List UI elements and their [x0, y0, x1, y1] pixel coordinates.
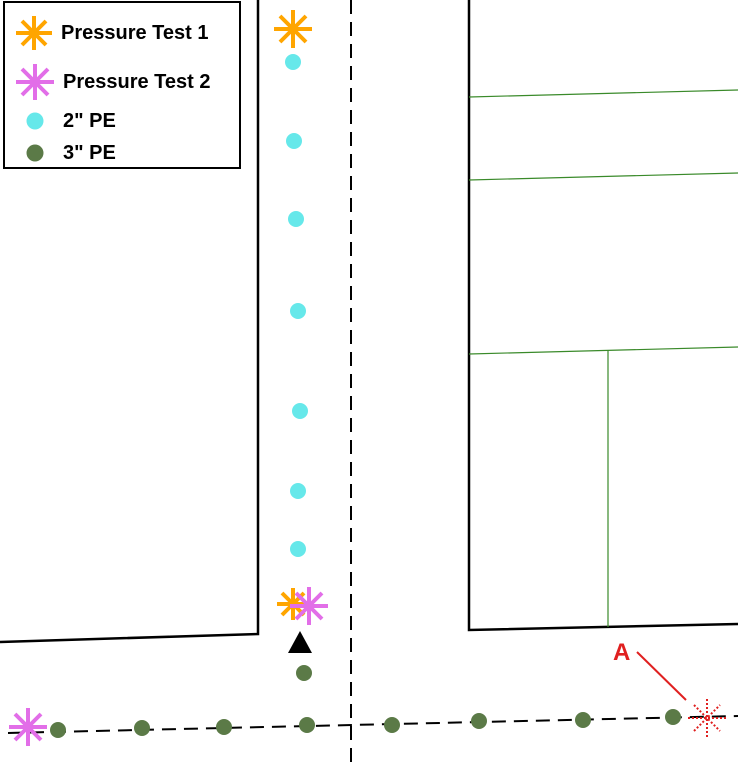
pressure-test-1-top [274, 10, 312, 48]
main-horizontal [7, 715, 738, 734]
pe2-point [292, 403, 308, 419]
legend-label: Pressure Test 2 [63, 70, 211, 93]
pe2-point [285, 54, 301, 70]
pe3-point [296, 665, 312, 681]
callout-a-marker [688, 699, 726, 737]
pe3-point [384, 717, 400, 733]
pe2-points [285, 54, 308, 557]
parcel-boundaries [0, 0, 738, 644]
legend-label: Pressure Test 1 [61, 21, 209, 44]
circle-icon [26, 144, 44, 162]
valve-icon [288, 631, 312, 653]
circle-icon [26, 112, 44, 130]
map-legend: Pressure Test 1 Pressure Test 2 2" PE 3"… [3, 1, 241, 169]
lot-line-2 [468, 172, 738, 181]
main-lines [7, 0, 738, 770]
legend-item-3in-pe: 3" PE [23, 141, 116, 165]
pe3-point [299, 717, 315, 733]
legend-label: 3" PE [63, 141, 116, 164]
pe3-points [50, 665, 681, 738]
asterisk-icon [16, 16, 52, 50]
pe2-point [288, 211, 304, 227]
lot-lines [468, 89, 738, 627]
lot-line-3 [468, 346, 738, 355]
pe2-point [286, 133, 302, 149]
pe2-point [290, 483, 306, 499]
pressure-test-2-bottom [290, 587, 328, 625]
pe3-point [575, 712, 591, 728]
parcel-left [0, 0, 260, 644]
asterisk-icon [16, 64, 54, 100]
pe3-point [216, 719, 232, 735]
legend-item-pressure-test-2: Pressure Test 2 [13, 63, 211, 101]
lot-line-1 [468, 89, 738, 98]
pe3-point [471, 713, 487, 729]
callout-leader [636, 651, 687, 701]
pe3-point [665, 709, 681, 725]
legend-item-2in-pe: 2" PE [23, 109, 116, 133]
parcel-right [467, 0, 738, 632]
pe3-point [50, 722, 66, 738]
pe2-point [290, 541, 306, 557]
callout-label-a: A [613, 639, 631, 666]
pe3-point [134, 720, 150, 736]
pressure-test-2-left [9, 708, 47, 746]
legend-label: 2" PE [63, 109, 116, 132]
pe2-point [290, 303, 306, 319]
legend-item-pressure-test-1: Pressure Test 1 [13, 15, 209, 51]
